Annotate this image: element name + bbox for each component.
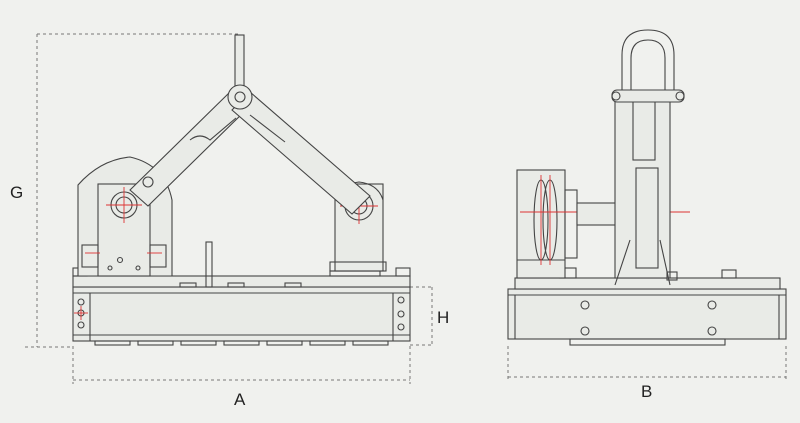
dimension-g-lines <box>25 33 240 348</box>
side-view <box>507 29 787 382</box>
magnet-body-front <box>72 286 411 342</box>
label-b: B <box>641 382 652 401</box>
shackle-side <box>611 29 685 103</box>
front-view <box>25 33 433 384</box>
label-g: G <box>10 183 23 202</box>
dimension-b-lines <box>507 346 787 382</box>
label-h: H <box>437 308 449 327</box>
pole-shoes-front <box>94 340 389 346</box>
gear-housing-side <box>516 169 690 279</box>
top-handle <box>227 34 253 110</box>
column-side <box>614 99 678 286</box>
dimension-a-lines <box>72 346 411 384</box>
dimension-h-lines <box>410 286 433 346</box>
magnet-body-side <box>507 288 787 346</box>
label-a: A <box>234 390 246 409</box>
